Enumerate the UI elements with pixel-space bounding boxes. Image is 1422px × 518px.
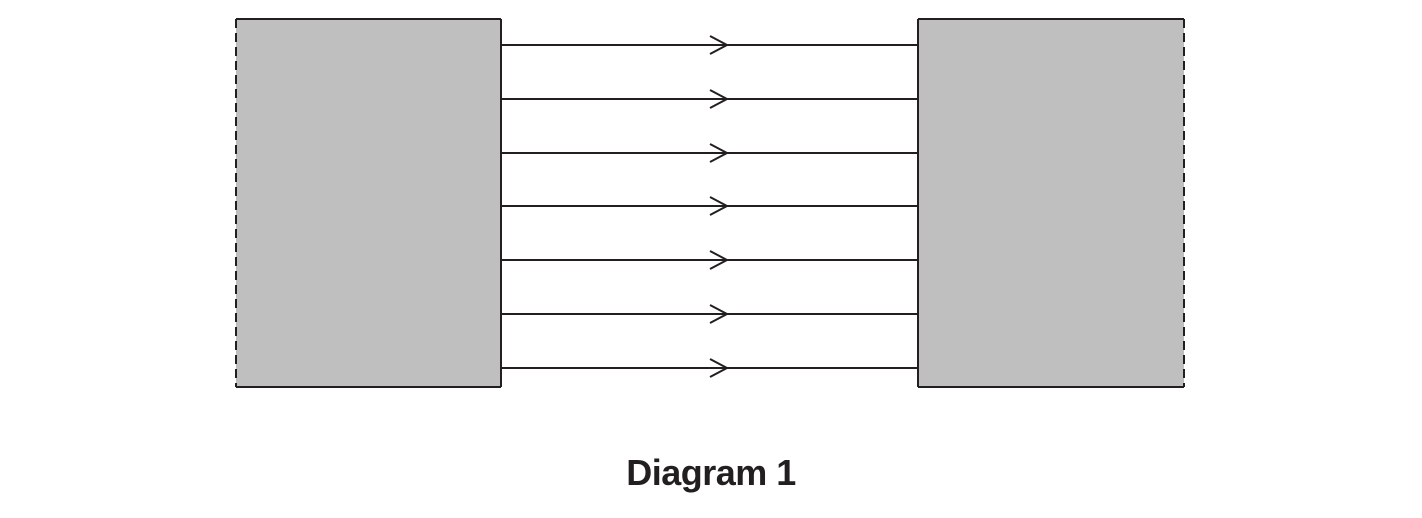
right-block-fill xyxy=(918,19,1184,387)
arrow-head-icon xyxy=(709,304,730,324)
arrow-line-2 xyxy=(501,89,918,109)
arrow-line-7 xyxy=(501,358,918,378)
arrow-head-icon xyxy=(709,89,730,109)
arrow-head-icon xyxy=(709,143,730,163)
left-block-fill xyxy=(236,19,501,387)
arrow-head-icon xyxy=(709,196,730,216)
arrow-line-5 xyxy=(501,250,918,270)
arrow-line-6 xyxy=(501,304,918,324)
arrow-line-3 xyxy=(501,143,918,163)
arrow-line-1 xyxy=(501,35,918,55)
arrow-lines xyxy=(501,35,918,378)
diagram-caption: Diagram 1 xyxy=(626,452,796,493)
arrow-head-icon xyxy=(709,250,730,270)
left-block xyxy=(235,18,502,388)
arrow-line-4 xyxy=(501,196,918,216)
right-block xyxy=(917,18,1185,388)
arrow-head-icon xyxy=(709,358,730,378)
arrow-head-icon xyxy=(709,35,730,55)
